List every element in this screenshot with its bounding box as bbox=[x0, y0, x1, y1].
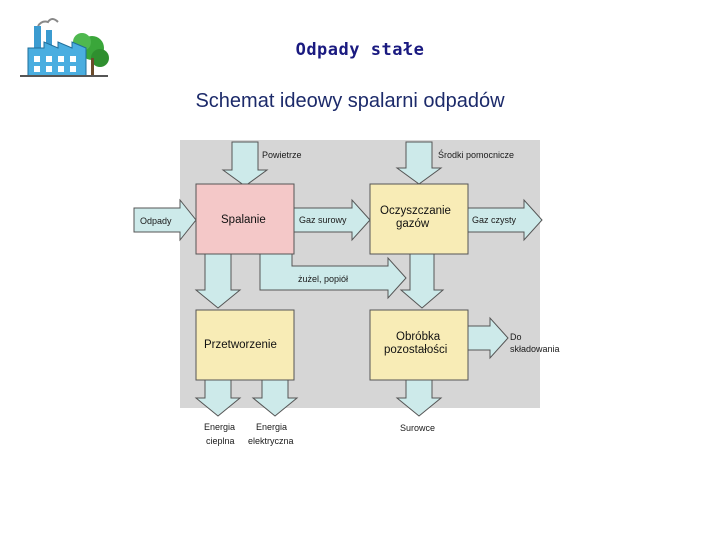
processing-label: Przetworzenie bbox=[204, 339, 277, 351]
slide-title: Odpady stałe bbox=[295, 40, 425, 60]
residue-label-2: pozostałości bbox=[384, 344, 447, 356]
landfill-label-2: składowania bbox=[510, 344, 560, 354]
processing-box bbox=[195, 309, 295, 381]
heat-energy-label-2: cieplna bbox=[206, 436, 235, 446]
combustion-box bbox=[195, 183, 295, 255]
auxiliary-label: Środki pomocnicze bbox=[438, 149, 514, 160]
cleaning-to-residue-arrow bbox=[399, 253, 445, 309]
electric-energy-arrow bbox=[251, 379, 299, 417]
combustion-label: Spalanie bbox=[221, 214, 266, 226]
raw-gas-label: Gaz surowy bbox=[299, 215, 347, 225]
heat-energy-arrow bbox=[194, 379, 242, 417]
raw-gas-arrow bbox=[293, 198, 371, 242]
raw-materials-label: Surowce bbox=[400, 423, 435, 433]
gas-cleaning-label-2: gazów bbox=[396, 218, 430, 230]
residue-box bbox=[369, 309, 469, 381]
air-label: Powietrze bbox=[262, 150, 302, 160]
clean-gas-arrow bbox=[467, 198, 543, 242]
waste-arrow bbox=[133, 198, 197, 242]
electric-energy-label-2: elektryczna bbox=[248, 436, 294, 446]
electric-energy-label-1: Energia bbox=[256, 422, 287, 432]
landfill-label-1: Do bbox=[510, 332, 522, 342]
gas-cleaning-box bbox=[369, 183, 469, 255]
auxiliary-arrow bbox=[395, 141, 443, 185]
landfill-arrow bbox=[467, 316, 509, 360]
raw-materials-arrow bbox=[395, 379, 443, 417]
waste-label: Odpady bbox=[140, 216, 172, 226]
heat-energy-label-1: Energia bbox=[204, 422, 235, 432]
slag-ash-label: żużel, popiół bbox=[298, 274, 348, 284]
clean-gas-label: Gaz czysty bbox=[472, 215, 517, 225]
combustion-to-processing-arrow bbox=[194, 253, 242, 309]
factory-icon bbox=[20, 18, 109, 77]
diagram-title: Schemat ideowy spalarni odpadów bbox=[195, 90, 505, 112]
gas-cleaning-label-1: Oczyszczanie bbox=[380, 205, 451, 217]
residue-label-1: Obróbka bbox=[396, 331, 441, 343]
slag-ash-arrow bbox=[259, 253, 407, 300]
air-arrow bbox=[221, 141, 269, 187]
